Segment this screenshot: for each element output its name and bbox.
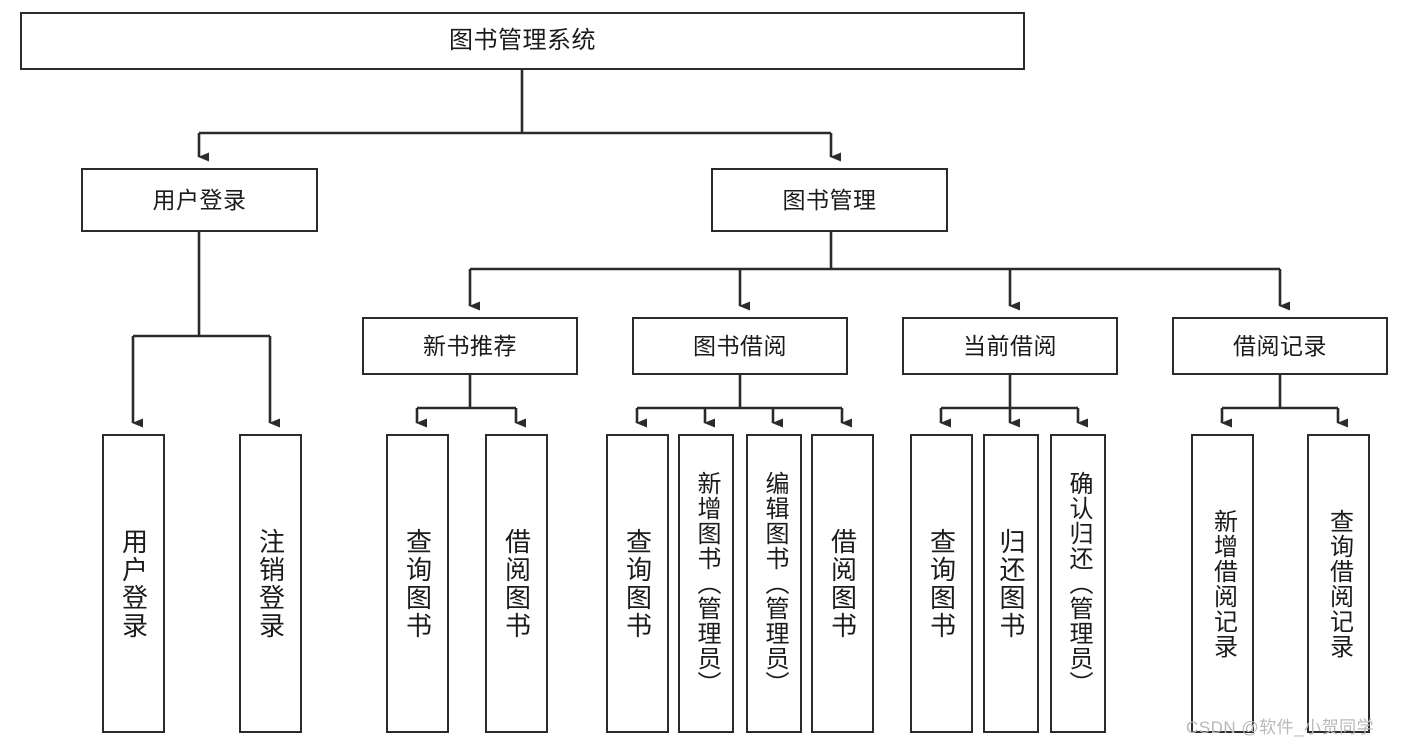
node-label: 图书管理	[782, 186, 877, 213]
leaf-user-login-signin[interactable]: 用户登录	[102, 434, 165, 733]
leaf-book-borrow-lend[interactable]: 借阅图书	[811, 434, 874, 733]
leaf-current-borrow-query[interactable]: 查询图书	[910, 434, 973, 733]
node-borrow-record[interactable]: 借阅记录	[1172, 317, 1388, 375]
node-label: 新增图书（管理员）	[693, 471, 720, 696]
node-label: 编辑图书（管理员）	[761, 471, 788, 696]
node-label: 图书借阅	[693, 332, 787, 359]
node-user-login[interactable]: 用户登录	[81, 168, 318, 232]
leaf-current-borrow-return[interactable]: 归还图书	[983, 434, 1039, 733]
leaf-new-book-borrow[interactable]: 借阅图书	[485, 434, 548, 733]
node-label: 图书管理系统	[449, 27, 596, 55]
node-label: 查询借阅记录	[1325, 508, 1353, 659]
leaf-user-login-signout[interactable]: 注销登录	[239, 434, 302, 733]
node-label: 用户登录	[152, 186, 247, 213]
csdn-watermark: CSDN @软件_小贺同学	[1186, 718, 1375, 737]
leaf-book-borrow-edit[interactable]: 编辑图书（管理员）	[746, 434, 802, 733]
leaf-book-borrow-add[interactable]: 新增图书（管理员）	[678, 434, 734, 733]
node-label: 注销登录	[255, 527, 286, 640]
node-label: 查询图书	[402, 527, 433, 640]
node-label: 借阅图书	[501, 527, 532, 640]
node-label: 用户登录	[118, 527, 149, 640]
node-label: 借阅图书	[827, 527, 858, 640]
node-label: 查询图书	[622, 527, 653, 640]
node-label: 新增借阅记录	[1209, 508, 1237, 659]
node-label: 归还图书	[996, 527, 1026, 640]
node-book-management[interactable]: 图书管理	[711, 168, 948, 232]
node-label: 新书推荐	[423, 332, 517, 359]
leaf-borrow-record-query[interactable]: 查询借阅记录	[1307, 434, 1370, 733]
leaf-new-book-query[interactable]: 查询图书	[386, 434, 449, 733]
leaf-borrow-record-add[interactable]: 新增借阅记录	[1191, 434, 1254, 733]
node-label: 当前借阅	[963, 332, 1057, 359]
node-book-borrow[interactable]: 图书借阅	[632, 317, 848, 375]
leaf-current-borrow-confirm[interactable]: 确认归还（管理员）	[1050, 434, 1106, 733]
node-current-borrow[interactable]: 当前借阅	[902, 317, 1118, 375]
leaf-book-borrow-query[interactable]: 查询图书	[606, 434, 669, 733]
node-root-system[interactable]: 图书管理系统	[20, 12, 1025, 70]
node-label: 借阅记录	[1233, 332, 1327, 359]
node-label: 确认归还（管理员）	[1065, 471, 1092, 696]
node-new-book-recommend[interactable]: 新书推荐	[362, 317, 578, 375]
node-label: 查询图书	[926, 527, 957, 640]
